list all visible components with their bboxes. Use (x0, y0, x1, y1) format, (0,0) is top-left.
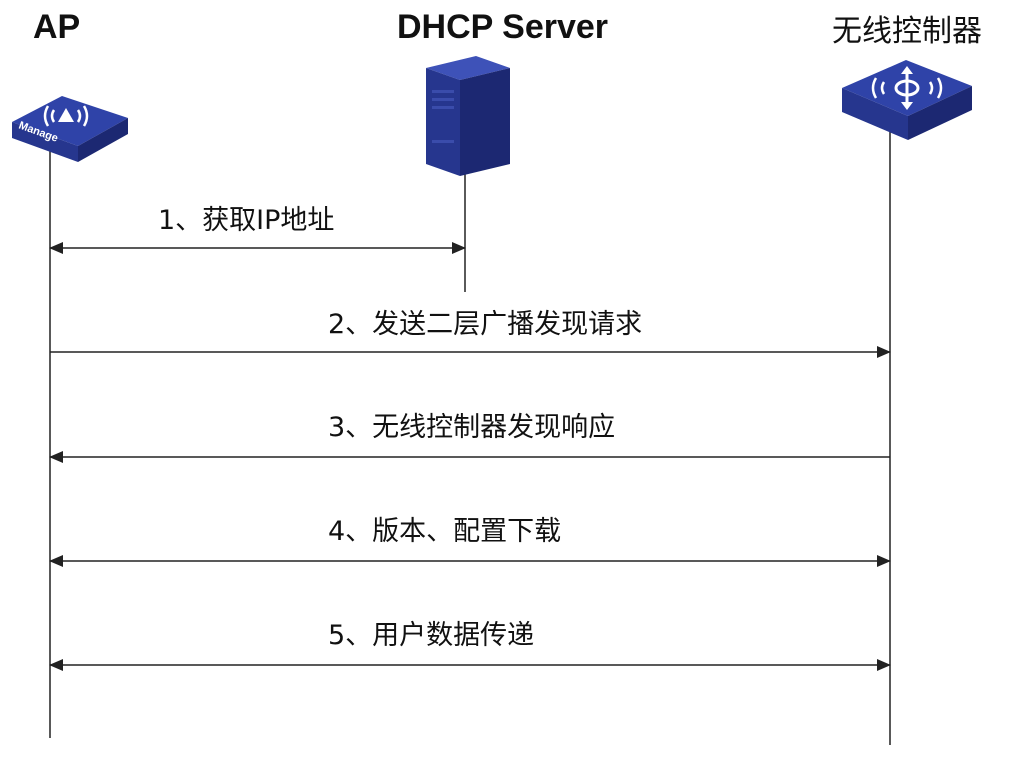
msg-label-4: 4、版本、配置下载 (328, 516, 562, 547)
actor-title-ap: AP (33, 8, 81, 46)
wireless-ap-icon: Manage (12, 96, 128, 162)
actor-title-wlc: 无线控制器 (832, 14, 982, 49)
server-icon (426, 56, 510, 176)
actor-title-dhcp: DHCP Server (397, 8, 609, 46)
msg-label-5: 5、用户数据传递 (328, 620, 535, 651)
wireless-controller-icon (842, 60, 972, 140)
msg-label-1: 1、获取IP地址 (158, 205, 335, 236)
msg-label-3: 3、无线控制器发现响应 (328, 412, 616, 443)
msg-label-2: 2、发送二层广播发现请求 (328, 309, 643, 340)
